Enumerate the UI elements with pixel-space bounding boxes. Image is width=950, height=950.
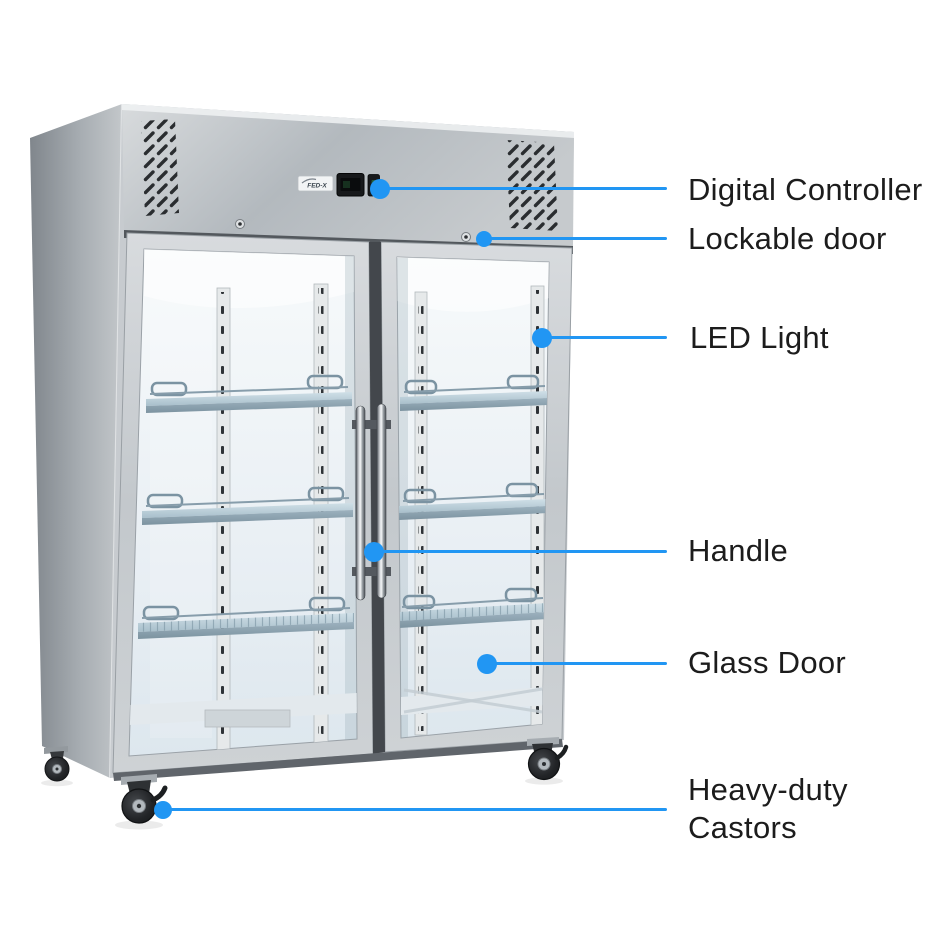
label-led-light: LED Light [690,320,829,355]
label-digital-controller: Digital Controller [688,172,923,207]
ground-shadows [41,777,563,830]
handle-bar-left [355,405,366,601]
brand-text: FED-X [307,183,327,190]
dot-heavy-duty-castors [154,801,172,819]
brand-swoosh-icon [301,178,317,184]
label-heavy-duty-castors: Heavy-duty Castors [688,772,848,845]
label-handle: Handle [688,533,789,568]
castor-rear-left [44,746,70,782]
line-digital-controller [380,187,667,190]
wire-shelf [398,587,547,628]
castor-front-right [527,737,569,781]
left-door-interior [129,249,357,751]
dot-digital-controller [370,179,390,199]
door-locks [235,219,471,242]
dot-lockable-door [476,231,492,247]
line-heavy-duty-castors [163,808,667,811]
label-lockable-door: Lockable door [688,221,887,256]
wire-shelf [146,374,352,413]
side-panel [30,104,122,778]
line-glass-door [487,662,667,665]
bottom-edge [113,739,563,781]
wire-shelf [142,486,353,525]
wire-shelf [138,596,354,639]
wire-shelf [400,374,549,411]
line-lockable-door [484,237,667,240]
dot-led-light [532,328,552,348]
wire-shelf [399,482,548,520]
vent-grille-right [506,140,558,231]
dot-glass-door [477,654,497,674]
handle-bar-right [376,403,387,599]
vent-grille-left [141,119,179,216]
line-led-light [542,336,667,339]
interior-floor [129,693,357,725]
brake-lever [554,744,569,761]
line-handle [374,550,667,553]
right-door-interior [397,257,549,738]
dot-handle [364,542,384,562]
brake-lever [150,785,168,803]
label-glass-door: Glass Door [688,645,847,680]
